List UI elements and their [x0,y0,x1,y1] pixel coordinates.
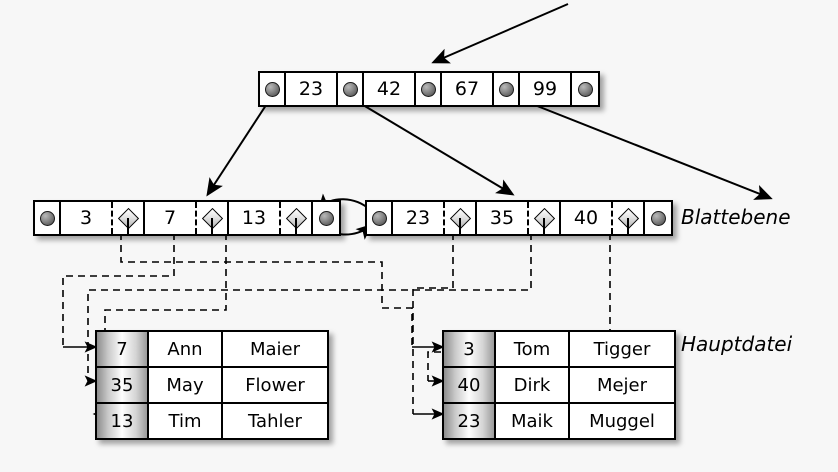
caption-hauptdatei: Hauptdatei [681,332,793,356]
incoming-root-arrow [431,3,569,64]
main-file-table-right-cell-r1-c1: Dirk [496,368,570,402]
root-index-node-key-1[interactable]: 23 [286,73,338,105]
root-index-node-pointer-4[interactable] [416,73,442,105]
diamond-stem [543,218,545,236]
main-file-table-right-cell-r0-c0: 3 [444,332,496,366]
main-file-table-right-cell-r1-c2: Mejer [596,374,648,396]
root-index-node-pointer-6[interactable] [494,73,520,105]
pointer-sphere-icon [264,81,280,97]
main-file-table-left-cell-r2-c1: Tim [149,404,223,438]
root-index-node-pointer-0[interactable] [260,73,286,105]
pointer-sphere-icon [498,81,514,97]
leaf-node-left-diamond-6[interactable] [281,202,313,236]
leaf-node-right-diamond-6[interactable] [613,202,645,236]
root-ptr2-to-leaf-right-arrow [347,95,515,196]
main-file-table-right-cell-r2-c0: 23 [444,404,496,438]
leaf-node-right-key-3[interactable]: 35 [477,202,529,234]
main-file-table-left-cell-r1-c2: Flower [245,374,305,396]
leaf-node-right-key-5[interactable]: 40 [561,202,613,234]
root-ptr4-outgoing-arrow [511,95,773,200]
main-file-table-left-cell-r2-c2: Tahler [248,410,302,432]
leaf-node-right-diamond-4[interactable] [529,202,561,236]
main-file-table-right-cell-r0-c2: Tigger [593,338,651,360]
pointer-sphere-icon [577,81,593,97]
leaf-node-left-pointer-7[interactable] [313,202,339,234]
diamond-stem [459,218,461,236]
pointer-sphere-icon [420,81,436,97]
root-ptr1-to-leaf-left-arrow [206,95,273,197]
diamond-stem [627,218,629,236]
root-index-node-pointer-8[interactable] [572,73,598,105]
pointer-sphere-icon [318,210,334,226]
pointer-sphere-icon [39,210,55,226]
main-file-table-right-cell-r2-c2: Muggel [589,410,655,432]
leaf-node-left-key-3[interactable]: 7 [145,202,197,234]
main-file-table-right-cell-r2-c1: Maik [496,404,570,438]
main-file-table-left-cell-r0-c1: Ann [149,332,223,366]
leaf-node-left-key-5[interactable]: 13 [229,202,281,234]
leaf-node-right-key-1[interactable]: 23 [393,202,445,234]
leaf-node-left-key-1[interactable]: 3 [61,202,113,234]
diamond-stem [295,218,297,236]
caption-blattebene: Blattebene [681,205,791,229]
main-file-table-left-cell-r2-c0: 13 [97,404,149,438]
pointer-sphere-icon [371,210,387,226]
main-file-table-left-cell-r0-c2: Maier [249,338,301,360]
leaf-node-left-diamond-4[interactable] [197,202,229,236]
root-index-node-key-5[interactable]: 67 [442,73,494,105]
leaf-node-right-pointer-7[interactable] [645,202,671,234]
root-index-node[interactable]: 23 42 67 99 [258,71,600,107]
root-index-node-key-3[interactable]: 42 [364,73,416,105]
leaf-node-left-diamond-2[interactable] [113,202,145,236]
main-file-table-left-cell-r1-c1: May [149,368,223,402]
root-index-node-key-7[interactable]: 99 [520,73,572,105]
diamond-stem [127,218,129,236]
main-file-table-left-cell-r0-c0: 7 [97,332,149,366]
root-index-node-pointer-2[interactable] [338,73,364,105]
pointer-sphere-icon [342,81,358,97]
main-file-table-right-cell-r1-c0: 40 [444,368,496,402]
main-file-table-right-cell-r0-c1: Tom [496,332,570,366]
leaf-node-right-pointer-0[interactable] [367,202,393,234]
diamond-stem [211,218,213,236]
pointer-sphere-icon [650,210,666,226]
leaf-node-right[interactable]: 23 35 40 [365,200,673,236]
leaf-node-right-diamond-2[interactable] [445,202,477,236]
main-file-table-left-cell-r1-c0: 35 [97,368,149,402]
leaf-node-left-pointer-0[interactable] [35,202,61,234]
